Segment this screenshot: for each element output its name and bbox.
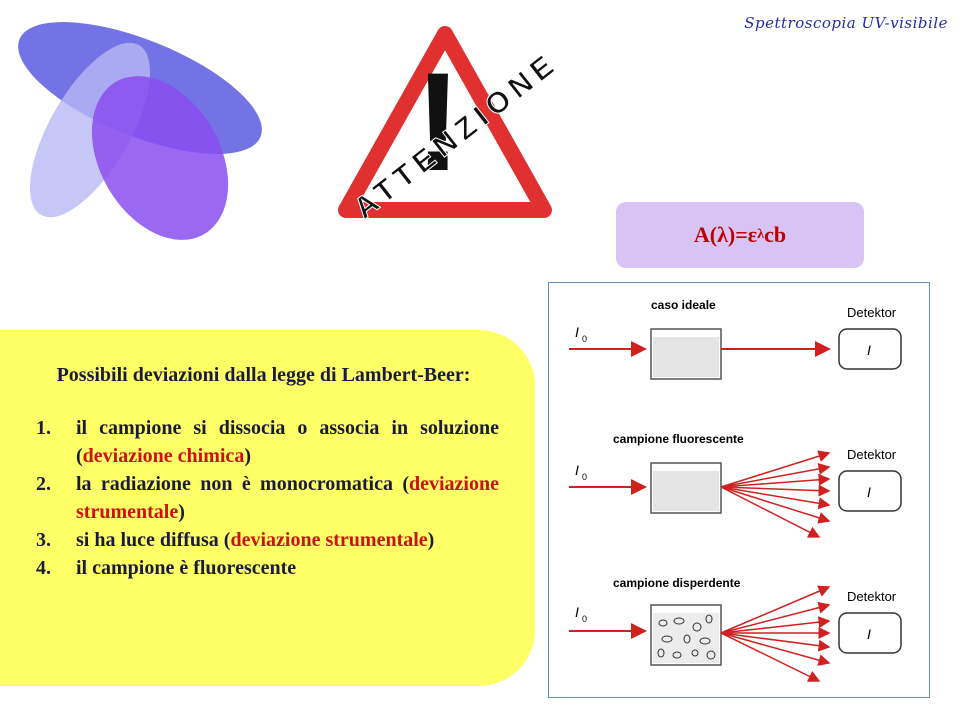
panel-scattering: campione disperdente I 0 <box>569 576 902 682</box>
detector-box <box>838 470 902 512</box>
list-item: 3. si ha luce diffusa (deviazione strume… <box>28 526 499 554</box>
detector-value: I <box>867 484 871 500</box>
panel-caption: caso ideale <box>651 298 716 312</box>
formula-rhs: cb <box>764 222 787 247</box>
panel-fluorescent: campione fluorescente I 0 Detektor I <box>569 432 902 538</box>
incident-label: I <box>575 604 579 620</box>
incident-label: I <box>575 462 579 478</box>
list-text: il campione si dissocia o associa in sol… <box>76 417 499 467</box>
detector-label: Detektor <box>847 447 897 462</box>
list-number: 1. <box>36 417 51 439</box>
panel-caption: campione fluorescente <box>613 432 744 446</box>
panel-caption: campione disperdente <box>613 576 741 590</box>
logo-ellipses <box>18 22 262 240</box>
deviations-panel: Possibili deviazioni dalla legge di Lamb… <box>0 330 535 686</box>
detector-value: I <box>867 342 871 358</box>
list-text: si ha luce diffusa (deviazione strumenta… <box>76 529 435 551</box>
panel-heading: Possibili deviazioni dalla legge di Lamb… <box>56 364 471 386</box>
list-item: 2. la radiazione non è monocromatica (de… <box>28 470 499 526</box>
formula-sub: λ <box>757 227 765 242</box>
list-item: 1. il campione si dissocia o associa in … <box>28 414 499 470</box>
warning-sign-icon: ! ATTENZIONE <box>338 26 560 226</box>
detector-value: I <box>867 626 871 642</box>
logo-ellipse-purple <box>91 76 229 240</box>
list-text: il campione è fluorescente <box>76 557 297 579</box>
fluorescent-rays <box>720 450 831 538</box>
cuvette-fill <box>653 337 719 377</box>
diagram-svg: caso ideale I 0 Detektor I campione fluo… <box>569 298 902 682</box>
header-title: Spettroscopia UV-visibile <box>744 14 948 32</box>
list-item: 4. il campione è fluorescente <box>28 554 499 582</box>
scattered-rays <box>720 585 831 682</box>
list-number: 2. <box>36 473 51 495</box>
list-number: 3. <box>36 529 51 551</box>
detector-label: Detektor <box>847 305 897 320</box>
formula-lhs: A(λ)=ε <box>693 222 758 247</box>
deviations-list: 1. il campione si dissocia o associa in … <box>28 414 499 582</box>
incident-sub: 0 <box>582 614 587 624</box>
detector-box <box>838 328 902 370</box>
incident-sub: 0 <box>582 334 587 344</box>
incident-sub: 0 <box>582 472 587 482</box>
list-text: la radiazione non è monocromatica (devia… <box>76 473 499 523</box>
warning-mark: ! <box>415 43 462 200</box>
incident-label: I <box>575 324 579 340</box>
list-number: 4. <box>36 557 51 579</box>
deviation-diagram: caso ideale I 0 Detektor I campione fluo… <box>548 282 930 698</box>
detector-box <box>838 612 902 654</box>
panel-ideal: caso ideale I 0 Detektor I <box>569 298 902 380</box>
detector-label: Detektor <box>847 589 897 604</box>
scatter-particles <box>657 614 716 660</box>
cuvette-fill <box>653 471 719 511</box>
